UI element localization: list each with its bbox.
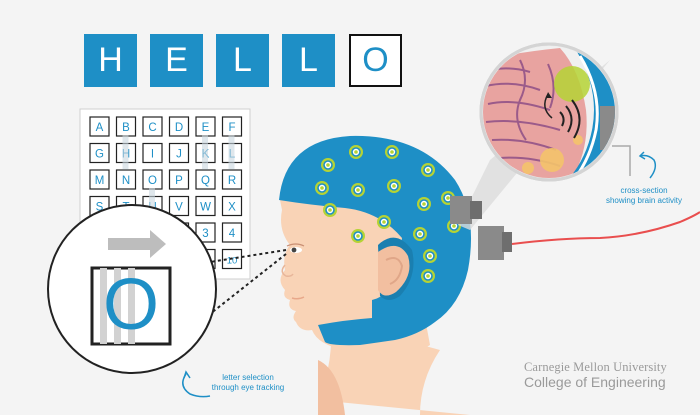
sensor-hardware xyxy=(450,196,700,260)
grid-cell xyxy=(195,169,216,190)
right-arrow-icon xyxy=(108,230,166,258)
letter-selection-caption: letter selection through eye tracking xyxy=(211,373,285,392)
grid-cell-label: P xyxy=(175,175,183,187)
grid-cell-label: A xyxy=(96,122,104,134)
grid-cell-label: W xyxy=(200,202,211,214)
grid-cell-label: G xyxy=(95,149,104,161)
hello-letter-box: E xyxy=(150,34,203,87)
grid-cell xyxy=(168,142,190,164)
grid-cell xyxy=(195,195,216,217)
flash-highlight xyxy=(202,135,208,170)
grid-cell xyxy=(89,116,110,137)
electrode xyxy=(452,224,456,228)
curved-arrow-icon xyxy=(182,373,211,398)
electrode xyxy=(392,184,396,188)
grid-cell xyxy=(168,195,190,217)
grid-cell-label: C xyxy=(148,122,156,134)
grid-cell xyxy=(221,222,243,243)
grid-cell-label: 10 xyxy=(227,256,238,267)
grid-cell xyxy=(115,169,137,190)
grid-cell-label: D xyxy=(175,122,183,134)
electrode xyxy=(356,234,360,238)
electrode-group xyxy=(315,145,461,283)
grid-cell-label: 4 xyxy=(229,228,236,240)
grid-cell-label: R xyxy=(228,175,236,187)
university-name: Carnegie Mellon University xyxy=(524,360,667,374)
electrode xyxy=(356,188,360,192)
grid-cell-label: B xyxy=(122,122,130,134)
grid-cell-label: O xyxy=(148,175,157,187)
hello-letter-box: L xyxy=(216,34,269,87)
grid-cell-label: X xyxy=(228,202,236,214)
flash-highlight xyxy=(149,188,155,223)
grid-cell-label: 3 xyxy=(202,228,208,240)
grid-cell xyxy=(142,142,163,164)
grid-cell xyxy=(221,169,243,190)
electrode xyxy=(382,220,386,224)
grid-cell-label: F xyxy=(228,122,235,134)
electrode xyxy=(426,274,430,278)
hello-letter-box: L xyxy=(282,34,335,87)
grid-cell xyxy=(195,222,216,243)
letter-magnifier xyxy=(47,204,217,374)
cross-section-caption: cross-section showing brain activity xyxy=(605,186,683,205)
electrode xyxy=(428,254,432,258)
grid-cell-label: V xyxy=(175,202,183,214)
grid-cell xyxy=(221,195,243,217)
grid-cell-label: E xyxy=(202,122,210,134)
flash-highlight xyxy=(122,135,129,170)
cable xyxy=(511,211,700,245)
grid-cell xyxy=(142,116,163,137)
electrode xyxy=(328,208,332,212)
magnified-letter: O xyxy=(102,265,159,345)
hello-letter-box-pending: O xyxy=(349,34,402,87)
grid-cell xyxy=(89,142,110,164)
flash-highlight xyxy=(228,135,235,170)
grid-cell-label: N xyxy=(122,175,130,187)
college-name: College of Engineering xyxy=(524,374,666,390)
grid-cell-label: I xyxy=(151,149,154,161)
grid-cell-label: Q xyxy=(201,175,210,187)
grid-cell xyxy=(168,169,190,190)
grid-cell-label: M xyxy=(95,175,105,187)
electrode xyxy=(422,202,426,206)
grid-cell xyxy=(168,116,190,137)
hello-letter-box: H xyxy=(84,34,137,87)
electrode xyxy=(446,196,450,200)
electrode xyxy=(418,232,422,236)
grid-cell-label: S xyxy=(96,202,104,214)
electrode xyxy=(320,186,324,190)
grid-cell-label: J xyxy=(176,149,182,161)
brain-cross-section xyxy=(479,42,631,182)
eeg-cap xyxy=(279,135,472,346)
curved-arrow-icon xyxy=(639,154,657,179)
electrode xyxy=(354,150,358,154)
electrode xyxy=(426,168,430,172)
electrode xyxy=(390,150,394,154)
electrode xyxy=(326,163,330,167)
grid-cell xyxy=(89,169,110,190)
